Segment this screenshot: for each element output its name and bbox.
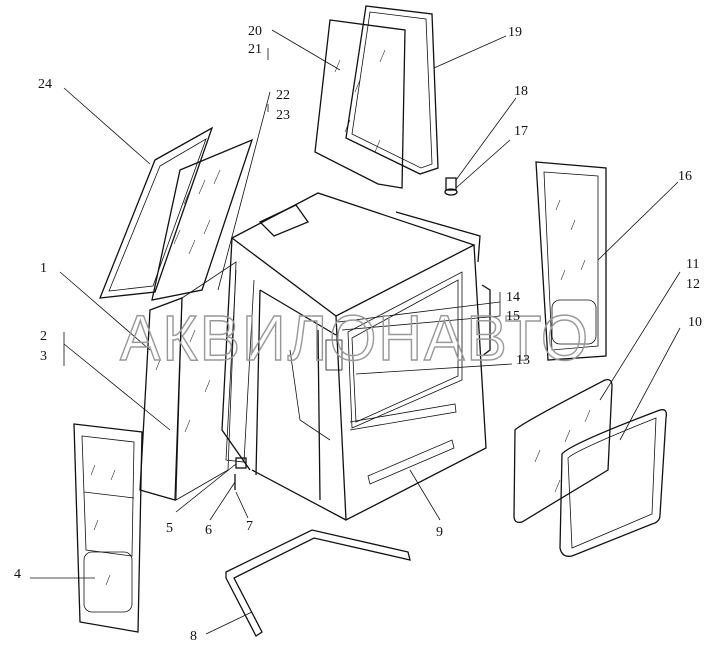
label-12: 12: [686, 277, 700, 292]
label-1: 1: [40, 261, 47, 276]
label-13: 13: [516, 353, 530, 368]
part-24-window-frame: [98, 126, 214, 299]
label-2: 2: [40, 329, 47, 344]
part-19-frame: [345, 5, 439, 175]
label-5: 5: [166, 521, 173, 536]
label-18: 18: [514, 84, 528, 99]
label-17: 17: [514, 124, 528, 139]
label-11: 11: [686, 257, 699, 272]
label-4: 4: [14, 567, 21, 582]
leader-lines: [30, 29, 681, 635]
label-21: 21: [248, 42, 262, 57]
part-labels: 20 21 19 18 17 24 22 23 16 1 14 15 11 12…: [14, 24, 702, 644]
part-8-seal: [225, 529, 411, 637]
cab-body: [221, 192, 491, 522]
label-22: 22: [276, 88, 290, 103]
label-8: 8: [190, 629, 197, 644]
label-23: 23: [276, 108, 290, 123]
label-16: 16: [678, 169, 692, 184]
part-1-glass: [139, 261, 237, 501]
label-19: 19: [508, 25, 522, 40]
label-9: 9: [436, 525, 443, 540]
part-11-glass: [513, 378, 613, 524]
watermark: АКВИЛОНАВТО: [120, 302, 590, 374]
part-4-door: [73, 423, 143, 633]
label-20: 20: [248, 24, 262, 39]
label-24: 24: [38, 77, 52, 92]
label-10: 10: [688, 315, 702, 330]
part-16-door: [535, 161, 607, 361]
part-20-glass: [314, 19, 406, 189]
part-10-frame: [559, 409, 668, 557]
label-6: 6: [205, 523, 212, 538]
label-15: 15: [506, 309, 520, 324]
label-14: 14: [506, 290, 520, 305]
part-17-18-fastener: [444, 177, 458, 196]
label-3: 3: [40, 349, 47, 364]
part-22-glass: [151, 138, 254, 301]
label-7: 7: [246, 519, 253, 534]
